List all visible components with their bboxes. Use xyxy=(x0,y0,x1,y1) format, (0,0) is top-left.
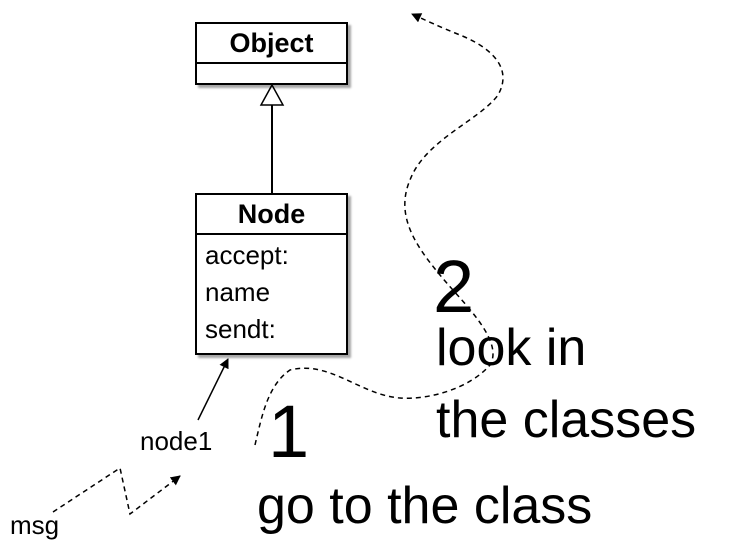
msg-dashed-path xyxy=(52,466,181,516)
method-accept: accept: xyxy=(205,240,289,270)
step1-text: go to the class xyxy=(257,477,593,535)
node-class-box: Node accept: name sendt: xyxy=(195,193,348,355)
lookup-dashed-path xyxy=(254,13,504,446)
step1-number: 1 xyxy=(268,390,310,473)
message-label: msg xyxy=(10,510,60,540)
method-sendt: sendt: xyxy=(205,314,276,344)
node1-reference-arrow xyxy=(197,358,229,421)
step2-text-line2: the classes xyxy=(436,391,697,449)
node-methods-compartment: accept: name sendt: xyxy=(197,233,346,348)
object-class-box: Object xyxy=(195,22,348,85)
method-name: name xyxy=(205,277,271,307)
node-class-name: Node xyxy=(237,199,306,229)
instance-label-node1: node1 xyxy=(140,426,213,456)
step2-number: 2 xyxy=(433,245,475,328)
object-attributes-compartment xyxy=(197,62,346,83)
object-class-name: Object xyxy=(229,28,314,58)
inheritance-arrowhead xyxy=(259,83,285,106)
step2-text-line1: look in xyxy=(436,319,587,377)
